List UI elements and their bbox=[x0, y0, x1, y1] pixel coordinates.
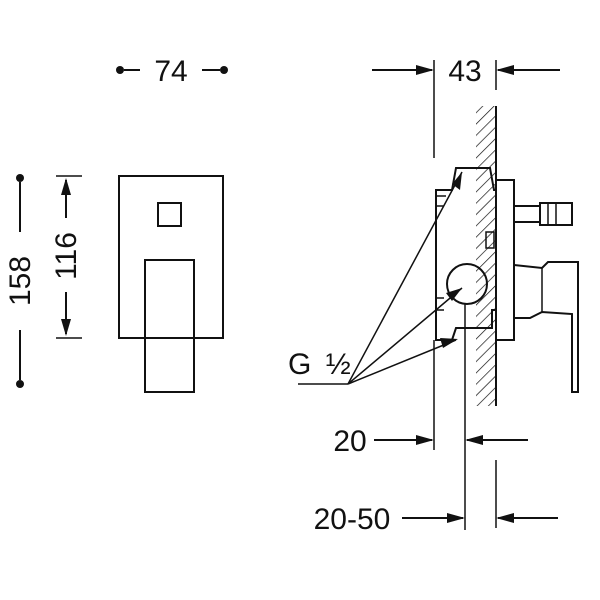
inlet-offset-label: 20 bbox=[333, 425, 366, 458]
lever-side bbox=[513, 261, 579, 393]
lever-handle bbox=[144, 259, 195, 393]
front-view: 74 158 116 bbox=[4, 55, 228, 393]
svg-text:G ½: G ½ bbox=[288, 348, 351, 381]
cover-plate-side bbox=[495, 179, 515, 341]
thread-callout: G ½ bbox=[288, 171, 463, 385]
plate-height-label: 116 bbox=[50, 232, 83, 280]
diverter-knob bbox=[157, 202, 182, 227]
thread-label-fraction: ½ bbox=[326, 348, 351, 381]
wall-hatching bbox=[476, 106, 496, 406]
embed-range-dimension: 20-50 bbox=[314, 460, 558, 536]
total-height-label: 158 bbox=[4, 256, 37, 306]
outlet-bore bbox=[446, 263, 488, 305]
thread-label-main: G bbox=[288, 348, 311, 381]
side-view: 43 bbox=[288, 55, 579, 536]
side-depth-label: 43 bbox=[448, 55, 481, 88]
diverter-pin bbox=[513, 202, 573, 226]
embed-range-label: 20-50 bbox=[314, 503, 391, 536]
front-width-label: 74 bbox=[154, 55, 187, 88]
total-height-dimension: 158 bbox=[4, 174, 37, 388]
cover-plate bbox=[118, 175, 224, 339]
front-width-dimension: 74 bbox=[116, 55, 228, 88]
inlet-offset-dimension: 20 bbox=[333, 304, 528, 530]
side-depth-dimension: 43 bbox=[372, 55, 560, 158]
plate-height-dimension: 116 bbox=[50, 175, 83, 339]
